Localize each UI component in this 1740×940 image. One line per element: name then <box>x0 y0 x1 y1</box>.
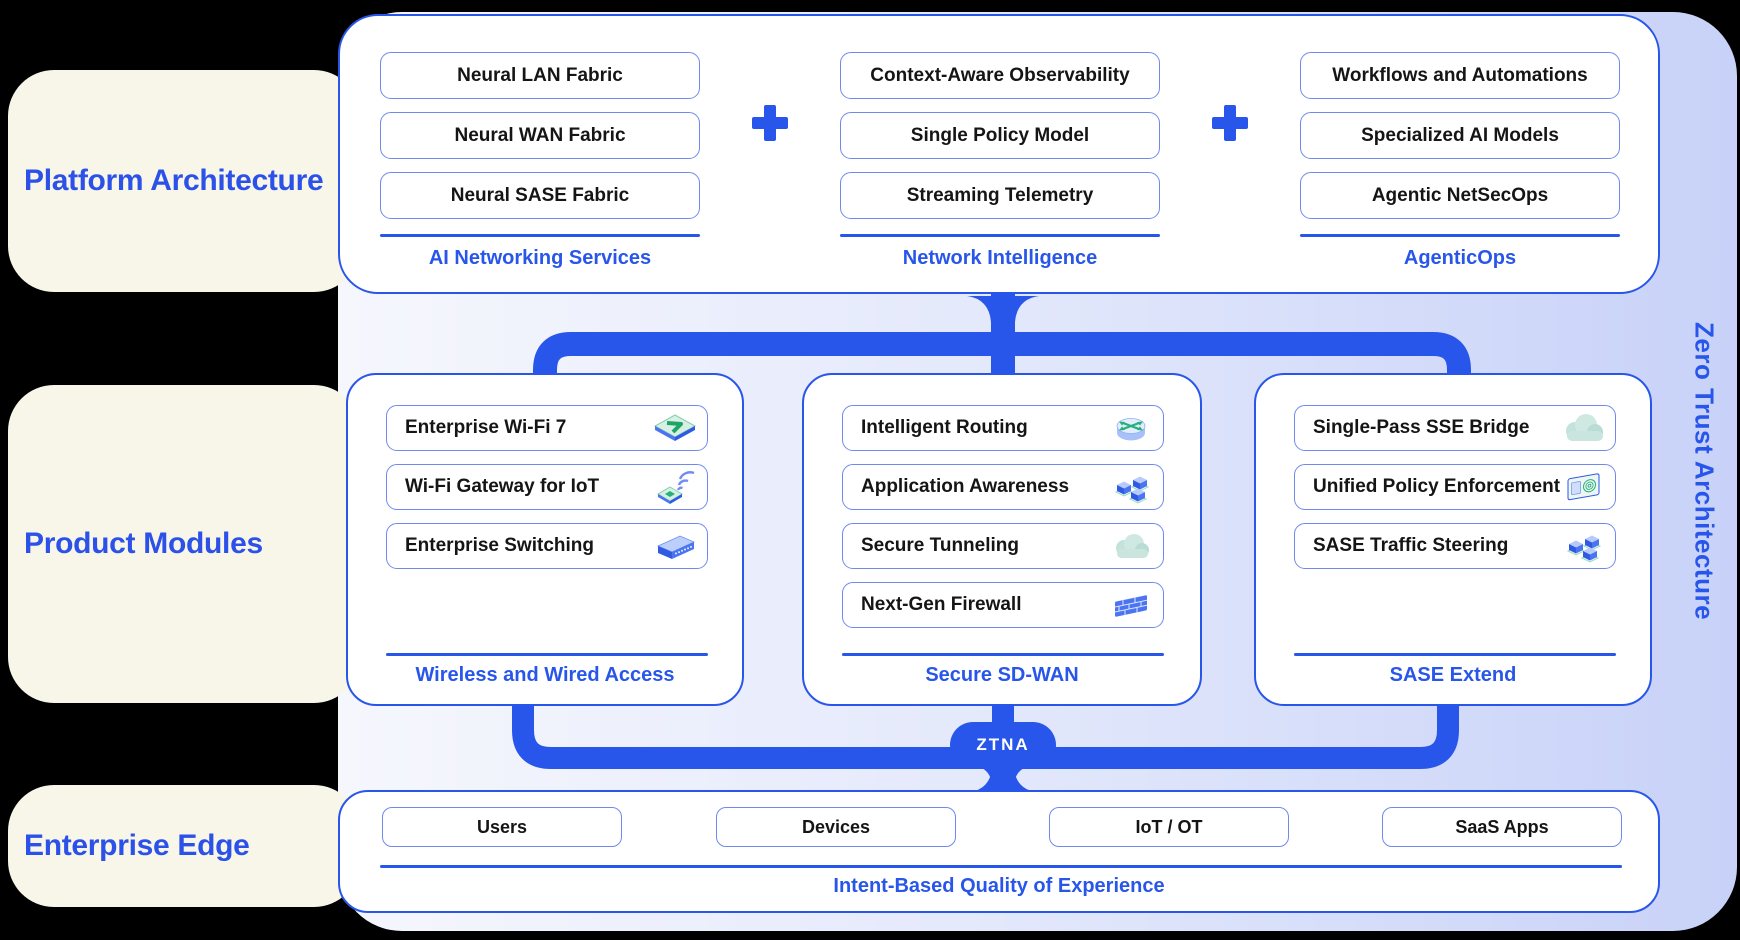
row-enterprise-edge: Enterprise Edge <box>8 785 360 907</box>
ztna-badge-label: ZTNA <box>976 735 1030 754</box>
app-cubes-icon <box>1566 535 1602 563</box>
platform-box: Agentic NetSecOps <box>1300 172 1620 219</box>
platform-architecture-panel: Neural LAN Fabric Neural WAN Fabric Neur… <box>338 14 1660 294</box>
module-label: Secure SD-WAN <box>925 664 1079 686</box>
module-divider <box>1294 653 1616 656</box>
platform-box: Workflows and Automations <box>1300 52 1620 99</box>
module-wireless-wired-access: Enterprise Wi-Fi 7 Wi-Fi Gateway for IoT <box>346 373 744 706</box>
module-box-label: Enterprise Wi-Fi 7 <box>405 417 567 438</box>
module-box: Secure Tunneling <box>842 523 1164 569</box>
firewall-icon <box>1115 594 1147 617</box>
platform-box: Streaming Telemetry <box>840 172 1160 219</box>
edge-box-label: IoT / OT <box>1135 816 1203 837</box>
edge-box-label: Users <box>476 816 528 837</box>
platform-box: Neural LAN Fabric <box>380 52 700 99</box>
module-box: Enterprise Wi-Fi 7 <box>386 405 708 451</box>
module-box-label: SASE Traffic Steering <box>1313 535 1509 556</box>
module-box: Wi-Fi Gateway for IoT <box>386 464 708 510</box>
module-box-label: Wi-Fi Gateway for IoT <box>405 476 600 497</box>
column-divider <box>840 234 1160 237</box>
platform-box-label: Neural WAN Fabric <box>454 124 626 146</box>
edge-box: Devices <box>716 807 956 847</box>
row-product-modules: Product Modules <box>8 385 360 703</box>
platform-box: Neural SASE Fabric <box>380 172 700 219</box>
plus-icon <box>752 105 788 141</box>
module-label: Wireless and Wired Access <box>415 664 675 686</box>
network-switch-icon <box>657 535 695 559</box>
platform-box: Context-Aware Observability <box>840 52 1160 99</box>
module-secure-sd-wan: Intelligent Routing Application Awarenes… <box>802 373 1202 706</box>
column-label: Network Intelligence <box>902 247 1098 269</box>
edge-box: Users <box>382 807 622 847</box>
column-label: AI Networking Services <box>428 247 652 269</box>
module-box: Application Awareness <box>842 464 1164 510</box>
platform-box-label: Agentic NetSecOps <box>1371 184 1549 206</box>
iot-gateway-icon <box>657 471 695 504</box>
column-divider <box>1300 234 1620 237</box>
column-network-intelligence: Context-Aware Observability Single Polic… <box>840 52 1160 270</box>
module-box: Intelligent Routing <box>842 405 1164 451</box>
module-box-label: Application Awareness <box>861 476 1070 497</box>
ztna-badge: ZTNA <box>950 722 1056 768</box>
platform-box-label: Workflows and Automations <box>1332 64 1588 86</box>
platform-box-label: Specialized AI Models <box>1361 124 1559 146</box>
module-box-label: Intelligent Routing <box>861 417 1028 438</box>
row-platform-architecture: Platform Architecture <box>8 70 360 292</box>
platform-box-label: Streaming Telemetry <box>906 184 1094 206</box>
module-box: SASE Traffic Steering <box>1294 523 1616 569</box>
enterprise-edge-panel: Users Devices IoT / OT SaaS Apps Intent-… <box>338 790 1660 913</box>
edge-qoe-label: Intent-Based Quality of Experience <box>833 875 1165 897</box>
product-modules-label: Product Modules <box>24 527 263 560</box>
platform-box-label: Neural SASE Fabric <box>450 184 630 206</box>
module-box: Enterprise Switching <box>386 523 708 569</box>
column-label: AgenticOps <box>1403 247 1517 269</box>
column-ai-networking-services: Neural LAN Fabric Neural WAN Fabric Neur… <box>380 52 700 270</box>
app-cubes-icon <box>1114 476 1150 504</box>
module-box: Single-Pass SSE Bridge <box>1294 405 1616 451</box>
column-agenticops: Workflows and Automations Specialized AI… <box>1300 52 1620 270</box>
cloud-icon <box>1116 534 1149 558</box>
platform-box-label: Single Policy Model <box>910 124 1090 146</box>
policy-card-icon <box>1567 473 1600 501</box>
edge-box: IoT / OT <box>1049 807 1289 847</box>
module-box-label: Secure Tunneling <box>861 535 1020 556</box>
platform-box: Specialized AI Models <box>1300 112 1620 159</box>
module-box-label: Single-Pass SSE Bridge <box>1313 417 1530 438</box>
module-box: Next-Gen Firewall <box>842 582 1164 628</box>
module-box-label: Unified Policy Enforcement <box>1313 476 1561 497</box>
router-icon <box>1116 418 1146 441</box>
platform-box: Single Policy Model <box>840 112 1160 159</box>
wifi7-access-point-icon <box>653 414 697 441</box>
module-box-label: Enterprise Switching <box>405 535 594 556</box>
platform-box: Neural WAN Fabric <box>380 112 700 159</box>
column-divider <box>380 234 700 237</box>
edge-box-label: Devices <box>801 816 871 837</box>
edge-box-label: SaaS Apps <box>1455 816 1549 837</box>
plus-icon <box>1212 105 1248 141</box>
module-label: SASE Extend <box>1389 664 1517 686</box>
module-divider <box>386 653 708 656</box>
module-divider <box>842 653 1164 656</box>
enterprise-edge-label: Enterprise Edge <box>24 829 250 862</box>
module-sase-extend: Single-Pass SSE Bridge Unified Policy En… <box>1254 373 1652 706</box>
edge-divider <box>380 865 1622 868</box>
edge-box: SaaS Apps <box>1382 807 1622 847</box>
platform-box-label: Context-Aware Observability <box>870 64 1130 86</box>
zero-trust-architecture-label: Zero Trust Architecture <box>1674 12 1734 931</box>
cloud-icon <box>1566 414 1603 441</box>
module-box: Unified Policy Enforcement <box>1294 464 1616 510</box>
zero-trust-architecture-text: Zero Trust Architecture <box>1689 322 1720 621</box>
platform-box-label: Neural LAN Fabric <box>457 64 623 86</box>
platform-architecture-label: Platform Architecture <box>24 164 324 197</box>
module-box-label: Next-Gen Firewall <box>861 594 1022 615</box>
